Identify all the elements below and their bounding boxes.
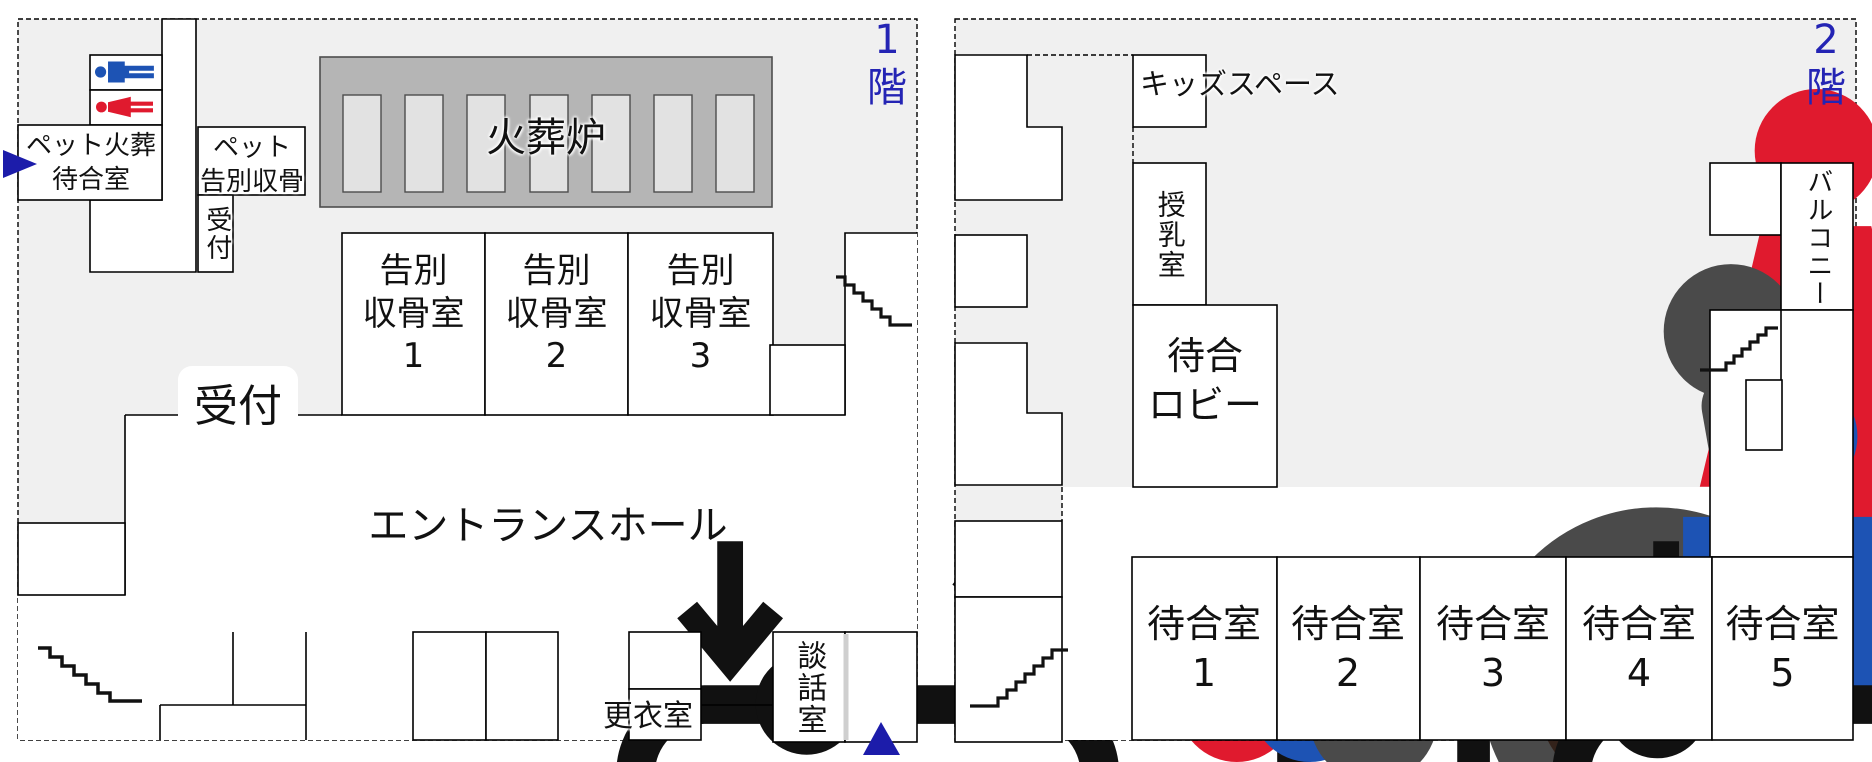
waiting-room-3 [1419, 556, 1567, 741]
furnace-slot [715, 94, 755, 193]
kids-space-label: キッズスペース [1140, 67, 1340, 101]
waiting-room-4 [1565, 556, 1713, 741]
main-reception-label: 受付 [194, 381, 282, 432]
floor-number: 1 [874, 17, 900, 63]
farewell-room-2-label: 告別 収骨室 2 [505, 251, 608, 376]
waiting-room-2 [1276, 556, 1421, 741]
floor2-label: 2 階 [1795, 16, 1857, 112]
waiting-lobby-label: 待合 ロビー [1147, 334, 1262, 428]
farewell-room-3-label: 告別 収骨室 3 [649, 251, 752, 376]
floor-number: 2 [1813, 17, 1839, 63]
furnace-label: 火葬炉 [486, 115, 606, 161]
waiting-room-4-label: 待合室 4 [1581, 602, 1696, 696]
furnace-slot [466, 94, 506, 193]
elevator-box [954, 520, 1063, 598]
changing-room-label: 更衣室 [603, 699, 693, 734]
side-reception-room [197, 194, 234, 273]
pet-waiting-label: ペット火葬 待合室 [25, 131, 156, 195]
floor-suffix: 階 [1806, 65, 1846, 111]
floor-suffix: 階 [867, 65, 907, 111]
waiting-room-3-label: 待合室 3 [1435, 602, 1550, 696]
elevator-shaft [1745, 379, 1783, 451]
floor1-panel [3, 18, 1872, 762]
nursing-room [1132, 162, 1207, 306]
changing-room [628, 688, 702, 741]
smoking-room [1709, 162, 1782, 236]
side-reception-label: 受付 [201, 206, 232, 262]
waiting-lobby-room [1132, 304, 1278, 488]
pet-waiting-room [17, 124, 163, 201]
farewell-room-2 [484, 232, 629, 416]
accessible-toilet-room [628, 631, 702, 690]
waiting-room-5 [1711, 556, 1854, 741]
kids-space-boundary [1027, 54, 1134, 163]
toilet-male-room [485, 631, 559, 741]
lounge-label: 談話室 [791, 640, 827, 736]
stairwell [954, 596, 1063, 743]
pet-farewell-label: ペット 告別収骨 [199, 133, 304, 197]
entrance-arrow-west [3, 150, 37, 178]
toilet-female-room [412, 631, 487, 741]
balcony-label: バルコニー [1802, 168, 1833, 308]
reception-counter [178, 366, 298, 444]
waiting-room-5-label: 待合室 5 [1725, 602, 1840, 696]
stairs-icon [38, 646, 142, 703]
waiting-room-2-label: 待合室 2 [1290, 602, 1405, 696]
lounge-room [772, 631, 846, 743]
nursing-room-label: 授乳室 [1153, 190, 1187, 280]
balcony [1780, 162, 1854, 311]
furnace-slot [653, 94, 693, 193]
elevator-box-west [17, 522, 126, 596]
kids-space-box [1132, 54, 1207, 128]
accessible-toilet-room [954, 234, 1028, 308]
waiting-room-1-label: 待合室 1 [1146, 602, 1261, 696]
entrance-arrow-south [863, 722, 900, 755]
farewell-room-1-label: 告別 収骨室 1 [362, 251, 465, 376]
entrance-hall-label: エントランスホール [368, 503, 728, 549]
floor1-label: 1 階 [856, 16, 918, 112]
furnace-slot [529, 94, 569, 193]
farewell-room-1 [341, 232, 486, 416]
furnace-slot [342, 94, 382, 193]
stairs-icon [1700, 326, 1778, 372]
toilet-male-room [954, 342, 1063, 486]
farewell-room-3 [627, 232, 774, 416]
stairs-icon [970, 648, 1068, 708]
furnace-slot [404, 94, 444, 193]
elevator-box-east [769, 344, 846, 416]
furnace-slot [591, 94, 631, 193]
pet-farewell-room [197, 126, 306, 196]
vestibule-walls [159, 632, 773, 740]
floor2-panel [954, 18, 1872, 762]
stairs-icon [836, 275, 912, 327]
